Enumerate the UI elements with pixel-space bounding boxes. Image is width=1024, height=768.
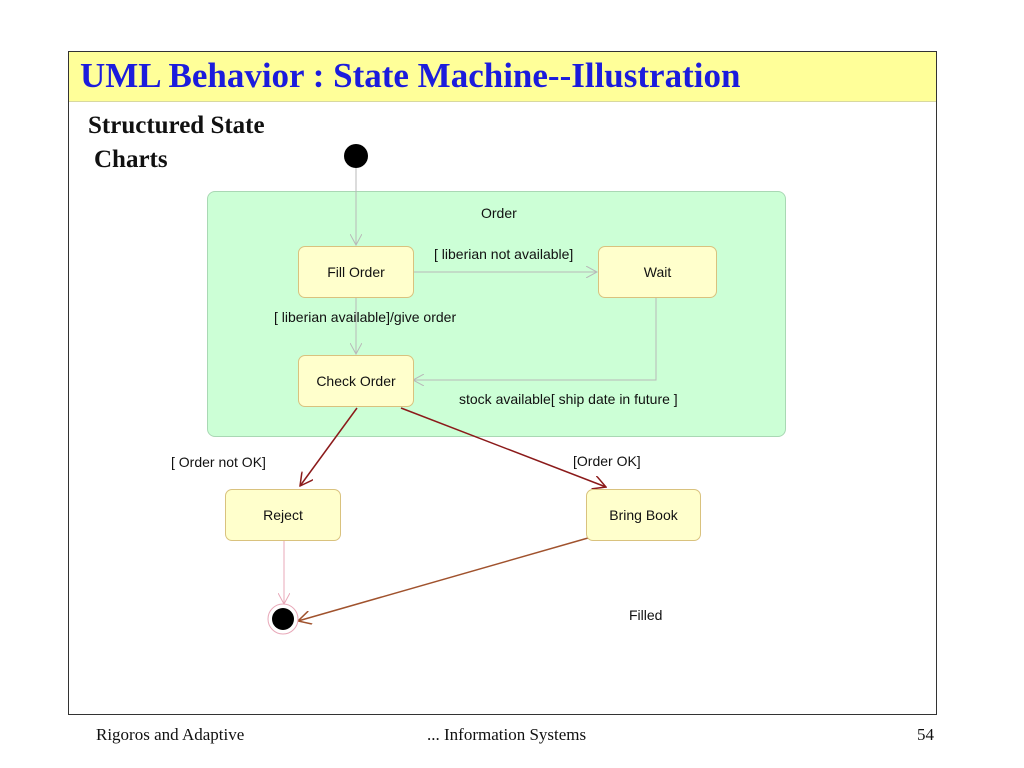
title-bar <box>69 52 936 102</box>
footer-center: ... Information Systems <box>427 725 587 744</box>
label-fill-to-check: [ liberian available]/give order <box>274 309 457 325</box>
transition-bring-to-final <box>298 537 589 621</box>
state-reject: Reject <box>225 489 341 541</box>
label-bring-to-final: Filled <box>629 607 663 623</box>
slide-title: UML Behavior : State Machine--Illustrati… <box>80 56 741 95</box>
subtitle-line-2: Charts <box>94 146 168 173</box>
state-wait-label: Wait <box>643 264 672 280</box>
footer-left: Rigoros and Adaptive <box>96 725 245 744</box>
state-wait: Wait <box>598 246 717 298</box>
label-check-to-bring: [Order OK] <box>573 453 641 469</box>
state-fill-order: Fill Order <box>298 246 414 298</box>
transition-check-to-bring <box>400 407 606 487</box>
state-bring-book: Bring Book <box>586 489 701 541</box>
final-state-node <box>272 608 294 630</box>
composite-state-label: Order <box>481 205 517 221</box>
initial-state-node <box>344 144 368 168</box>
label-fill-to-wait: [ liberian not available] <box>434 246 574 262</box>
state-reject-label: Reject <box>263 507 303 523</box>
transition-check-to-reject <box>300 407 358 486</box>
transition-wait-to-check <box>413 298 657 380</box>
state-bring-book-label: Bring Book <box>609 507 678 523</box>
slide-subtitle: Structured State Charts <box>88 109 265 177</box>
page-number: 54 <box>917 725 934 744</box>
state-check-order-label: Check Order <box>316 373 396 389</box>
label-check-to-reject: [ Order not OK] <box>171 454 266 470</box>
label-wait-to-check: stock available[ ship date in future ] <box>459 391 678 407</box>
state-check-order: Check Order <box>298 355 414 407</box>
slide-frame <box>68 51 937 715</box>
subtitle-line-1: Structured State <box>88 112 265 139</box>
state-fill-order-label: Fill Order <box>327 264 385 280</box>
